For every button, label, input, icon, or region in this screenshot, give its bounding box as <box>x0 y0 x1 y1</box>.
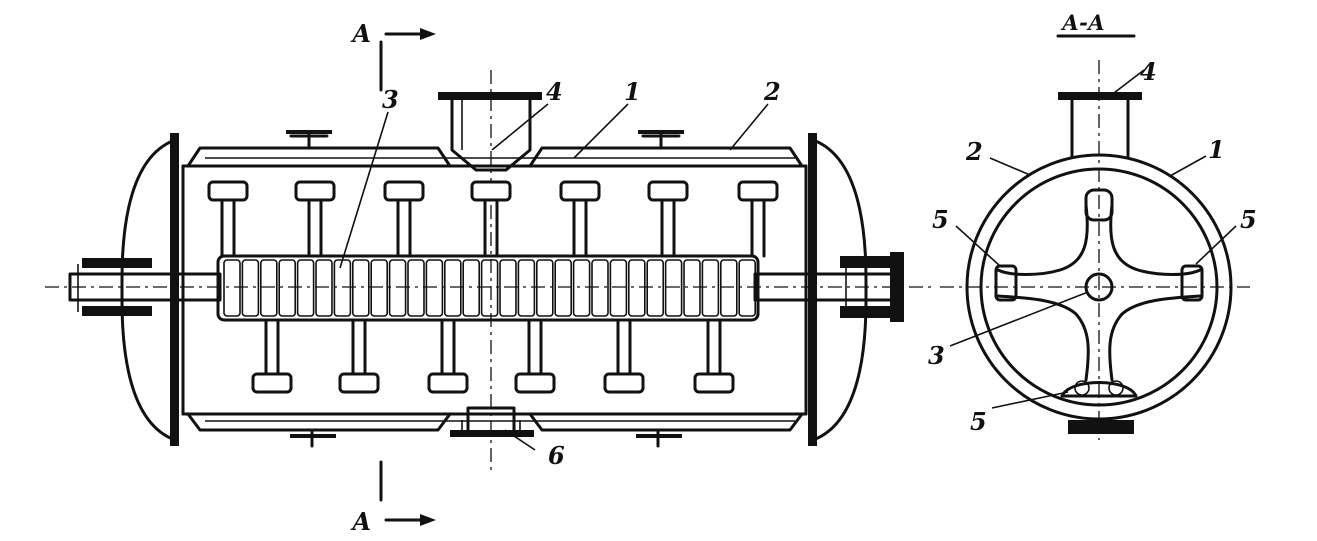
jacket-nozzle-top-left <box>286 130 332 150</box>
side-view: А А 3 4 1 2 6 <box>45 19 935 536</box>
label-4-side: 4 <box>546 77 563 106</box>
paddle-blade <box>470 180 512 202</box>
hub-segment <box>664 259 683 317</box>
hub-segment <box>407 259 425 317</box>
hub-segment <box>333 259 352 317</box>
section-leader-1 <box>1169 155 1207 177</box>
hub-segment <box>591 259 609 317</box>
section-jacket <box>965 153 1233 421</box>
hub-segment <box>646 259 665 317</box>
section-leader-2 <box>989 157 1031 176</box>
hub-segment <box>296 259 315 317</box>
section-leader-5c <box>991 391 1069 409</box>
leader-2 <box>729 103 769 151</box>
cut-mark-top: А <box>350 19 372 48</box>
hub-segment <box>370 259 389 317</box>
section-cut-bottom <box>379 460 436 526</box>
right-flange <box>808 133 817 446</box>
hub-segment <box>738 259 757 317</box>
hub-segment <box>223 259 241 317</box>
section-cut-top <box>379 28 436 92</box>
jacket-nozzle-top-right <box>638 130 684 150</box>
paddle-blade <box>383 180 425 202</box>
left-head <box>120 138 177 442</box>
section-paddle-cross <box>994 188 1204 398</box>
discharge-nozzle <box>450 406 534 437</box>
hub-segment <box>609 259 628 317</box>
jacket-bottom-left <box>186 412 452 432</box>
hub-segment <box>259 259 278 317</box>
hub-segment <box>443 259 462 317</box>
section-leader-5b <box>1195 225 1237 265</box>
leader-4 <box>491 103 549 151</box>
paddles-top <box>207 180 779 258</box>
paddle-blade <box>251 372 293 394</box>
jacket-top-right <box>528 146 804 168</box>
leader-3 <box>339 111 389 269</box>
paddles-bottom <box>251 318 735 394</box>
hub-segment <box>425 259 444 317</box>
hub-segment <box>480 259 499 317</box>
section-hopper-flange <box>1058 92 1142 100</box>
paddle-blade <box>427 372 469 394</box>
section-leader-4 <box>1109 69 1145 97</box>
hub-segment <box>351 259 370 317</box>
paddle-blade <box>693 372 735 394</box>
hub-segment <box>535 259 554 317</box>
section-title: А-А <box>1060 10 1105 35</box>
paddle-blade <box>647 180 689 202</box>
hub-segment <box>315 259 333 317</box>
hub-segment <box>572 259 591 317</box>
section-leader-3 <box>949 291 1089 347</box>
hub-block <box>216 254 760 322</box>
jacket-nozzle-bottom-left <box>290 428 336 448</box>
label-1-side: 1 <box>624 77 641 106</box>
cut-mark-bottom: А <box>350 507 372 536</box>
section-shell <box>979 167 1219 407</box>
leader-6 <box>504 429 536 451</box>
hub-segment <box>388 259 407 317</box>
paddle-blade <box>294 180 336 202</box>
jacket-bottom-right <box>528 412 804 432</box>
paddle-blade <box>559 180 601 202</box>
hub-segment <box>499 259 517 317</box>
label-4-section: 4 <box>1140 57 1157 86</box>
paddle-blade <box>603 372 645 394</box>
label-5b-section: 5 <box>1240 205 1257 234</box>
right-head <box>811 138 868 442</box>
label-3-side: 3 <box>382 85 399 114</box>
hub-segment <box>554 259 573 317</box>
paddle-blade <box>338 372 380 394</box>
hub-segment <box>462 259 481 317</box>
label-2-side: 2 <box>763 77 781 106</box>
label-1-section: 1 <box>1208 135 1225 164</box>
label-5a-section: 5 <box>932 205 949 234</box>
leader-1 <box>573 103 629 159</box>
label-2-section: 2 <box>965 137 983 166</box>
label-3-section: 3 <box>928 341 945 370</box>
loading-hopper <box>438 92 542 172</box>
hub-segment <box>719 259 738 317</box>
section-view: А-А <box>928 10 1257 440</box>
hub-segment <box>701 259 720 317</box>
hub-segment <box>517 259 536 317</box>
label-6-side: 6 <box>548 441 565 470</box>
paddle-blade <box>737 180 779 202</box>
left-flange <box>170 133 179 446</box>
hub-segment <box>241 259 260 317</box>
hub-segment <box>278 259 297 317</box>
section-support <box>1068 420 1134 434</box>
label-5c-section: 5 <box>970 407 987 436</box>
section-leader-5a <box>955 225 1001 267</box>
jacket-nozzle-bottom-right <box>636 428 682 448</box>
paddle-blade <box>207 180 249 202</box>
jacket-top-left <box>186 146 452 168</box>
hub-segment <box>683 259 701 317</box>
paddle-blade <box>514 372 556 394</box>
hub-segment <box>627 259 646 317</box>
